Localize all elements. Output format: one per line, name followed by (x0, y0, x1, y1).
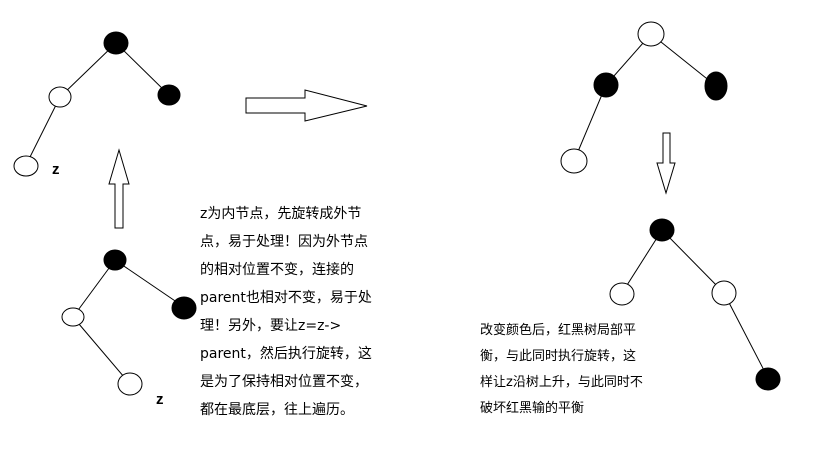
edge (661, 229, 725, 294)
node-black (649, 218, 675, 242)
node-black (103, 31, 129, 55)
tree-bottom-left (61, 249, 197, 396)
node-black (704, 71, 728, 101)
edge (650, 33, 717, 87)
label-z-bottom: z (156, 391, 164, 408)
node-black (593, 72, 619, 98)
edge (621, 229, 663, 294)
node-white (609, 282, 635, 306)
arrow-right-icon (245, 89, 368, 122)
edge (723, 292, 769, 379)
node-black (103, 249, 127, 271)
edge (115, 42, 170, 96)
node-white (117, 372, 143, 396)
arrow-down-icon (656, 132, 676, 195)
note-inner-node-rotation: z为内节点，先旋转成外节 点，易于处理！因为外节点 的相对位置不变，连接的 pa… (200, 206, 372, 418)
node-black (755, 367, 781, 391)
node-black (157, 84, 181, 106)
label-z-top: z (52, 161, 60, 178)
node-white (637, 21, 665, 47)
edge (573, 84, 607, 162)
edge (72, 316, 131, 385)
tree-bottom-right (609, 218, 781, 391)
node-white (61, 307, 85, 327)
tree-top-right (560, 21, 728, 174)
edge (114, 259, 185, 308)
edge (25, 96, 61, 166)
node-white (13, 155, 39, 177)
node-white (560, 148, 588, 174)
edge (59, 42, 117, 98)
tree-top-left (13, 31, 181, 177)
arrow-up-icon (108, 148, 130, 229)
node-white (48, 86, 72, 108)
note-recolor-balance: 改变颜色后，红黑树局部平 衡，与此同时执行旋转，这 样让z沿树上升，与此同时不 … (480, 323, 643, 416)
edge (72, 259, 116, 318)
node-black (171, 296, 197, 320)
node-white (711, 280, 737, 306)
